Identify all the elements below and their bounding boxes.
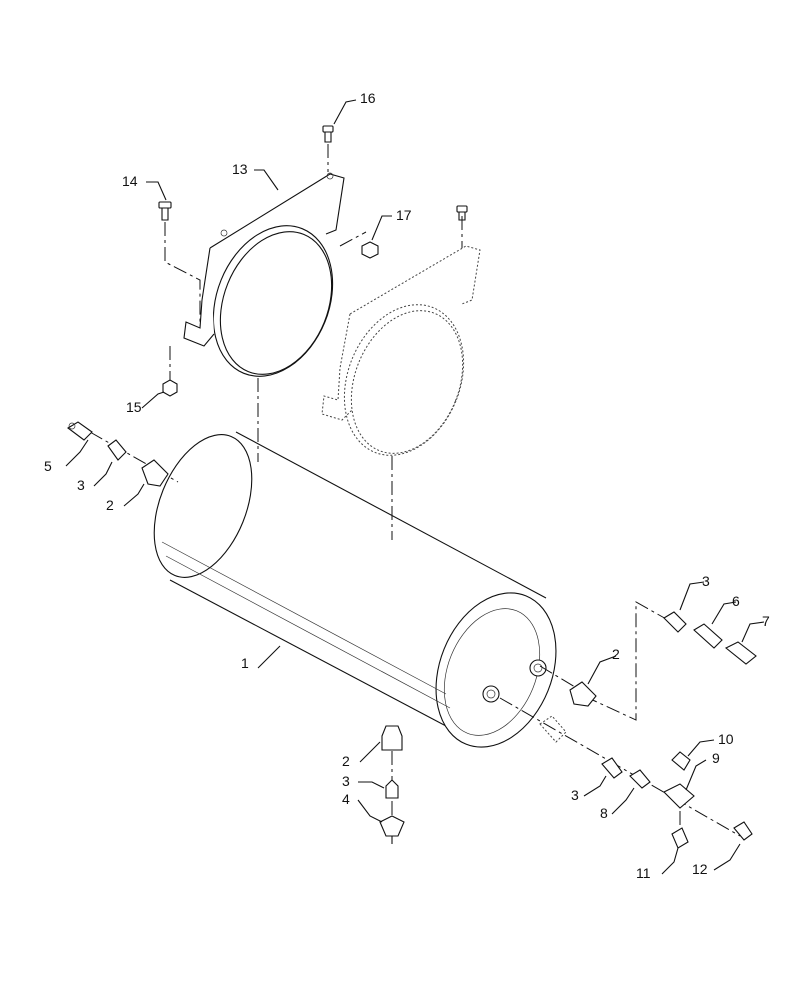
callout-3-bottom: 3 [342,773,350,789]
tank-strap-rear-ghost [321,245,481,456]
fitting-2-right [569,681,597,707]
fitting-ghost-right [539,715,567,743]
fitting-7 [724,641,757,665]
callout-14: 14 [122,173,138,189]
bolt-ghost [456,205,468,221]
fitting-3-lower [601,757,623,779]
elbow-11 [671,827,689,849]
fitting-2-bottom [381,725,403,751]
fitting-8 [629,769,651,789]
callout-4: 4 [342,791,350,807]
tank-strap-front [183,172,345,377]
fitting-5 [67,421,93,441]
callout-17: 17 [396,207,412,223]
bolt-16 [322,125,334,143]
callout-1: 1 [241,655,249,671]
callout-labels: 5 3 2 1 15 14 13 16 17 2 3 4 2 3 8 11 12… [44,90,770,881]
fitting-6 [693,623,723,649]
callout-2-left: 2 [106,497,114,513]
elbow-10 [671,751,691,771]
callout-11: 11 [636,865,651,881]
callout-3-left: 3 [77,477,85,493]
callout-10: 10 [718,731,734,747]
callout-6: 6 [732,593,740,609]
callout-2-right: 2 [612,646,620,662]
callout-leaders [65,99,765,875]
callout-15: 15 [126,399,142,415]
nut-15 [162,379,178,397]
callout-8: 8 [600,805,608,821]
fitting-3-upper [663,611,687,633]
callout-7: 7 [762,613,770,629]
callout-3-lower: 3 [571,787,579,803]
nut-17 [361,241,379,259]
fitting-3-left [107,439,127,461]
drain-valve-4 [379,815,405,844]
fitting-12 [733,821,753,841]
callout-16: 16 [360,90,376,106]
callout-13: 13 [232,161,248,177]
tee-9 [663,783,695,809]
fitting-3-bottom [385,779,399,799]
callout-9: 9 [712,750,720,766]
air-tank [153,431,557,748]
fitting-2-left [141,459,169,487]
callout-3-upper: 3 [702,573,710,589]
callout-12: 12 [692,861,708,877]
callout-5: 5 [44,458,52,474]
bolt-14 [158,201,172,221]
callout-2-bottom: 2 [342,753,350,769]
